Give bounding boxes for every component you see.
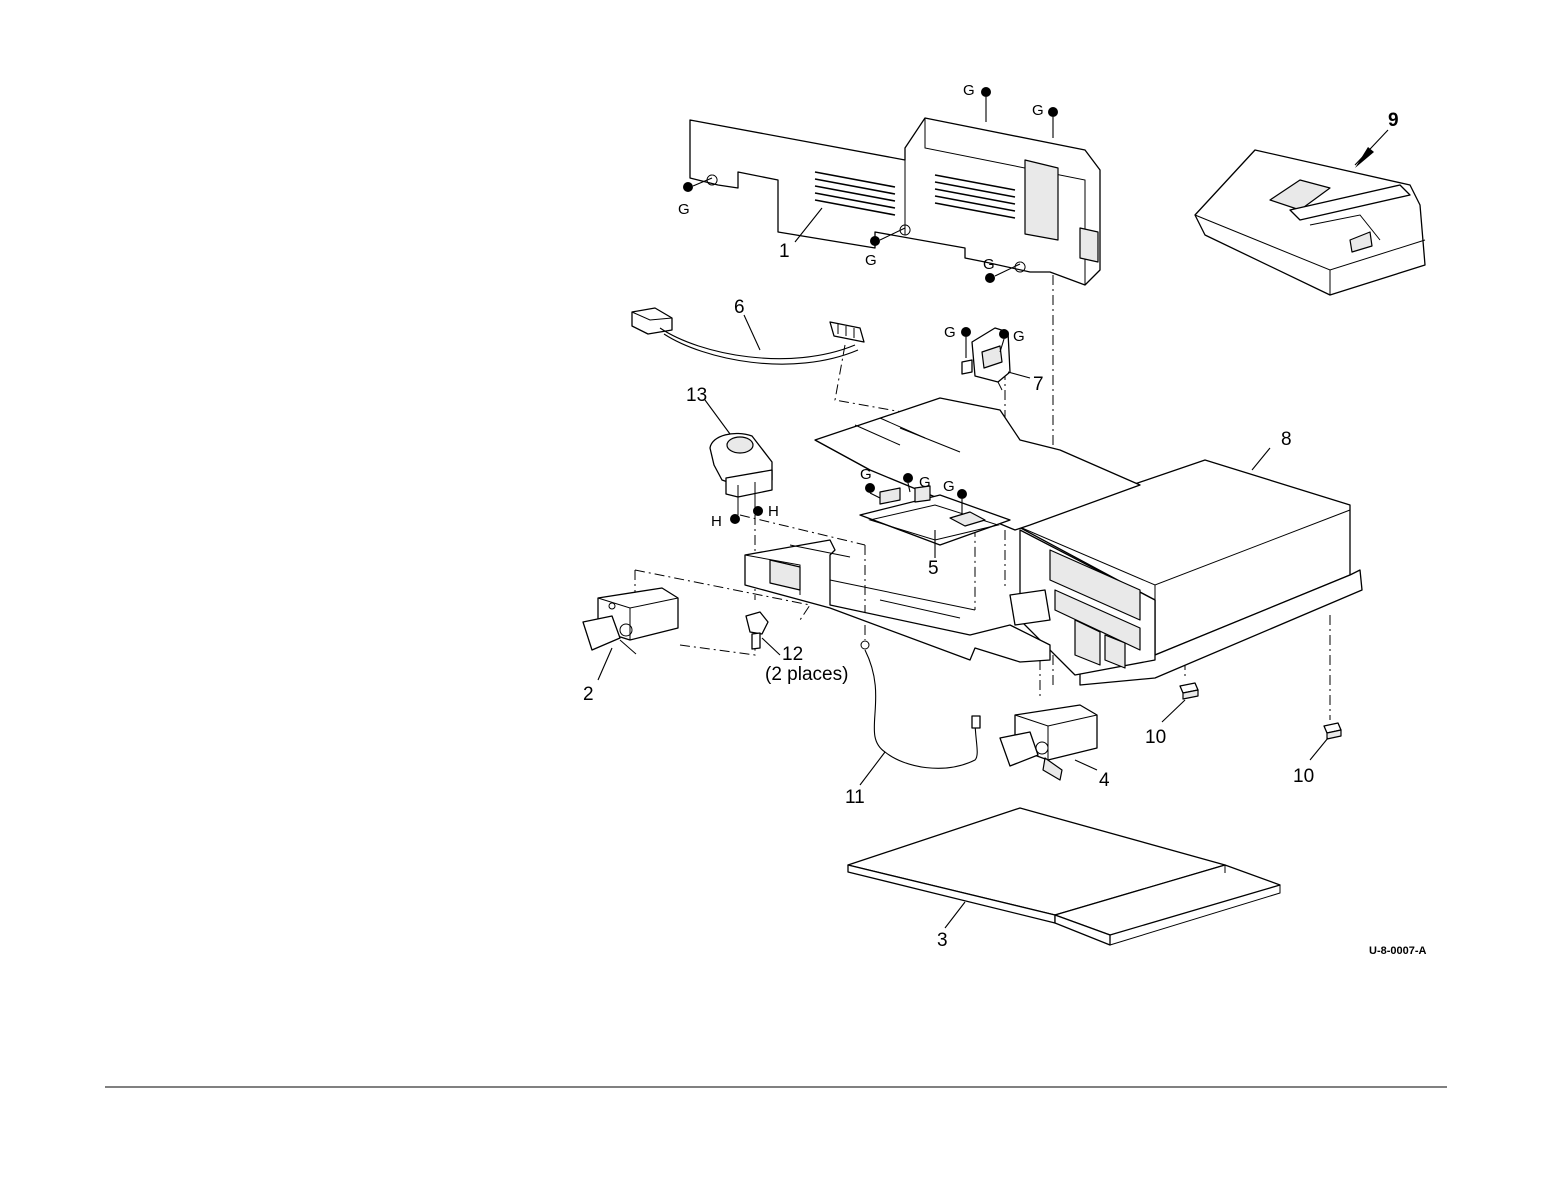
part-2-hinge-left: [583, 588, 678, 654]
callout-3: 3: [937, 930, 948, 951]
fastener-label-g: G: [865, 252, 877, 269]
part-6-harness: [632, 308, 864, 364]
fastener-label-g: G: [1032, 102, 1044, 119]
callout-12: 12: [782, 644, 803, 665]
fastener-label-g: G: [983, 256, 995, 273]
part-11-ground-wire: [861, 641, 980, 768]
callout-10-b: 10: [1293, 766, 1314, 787]
callout-4: 4: [1099, 770, 1110, 791]
part-10-foot-a: [1180, 683, 1198, 699]
figure-code: U-8-0007-A: [1369, 945, 1427, 957]
callout-13: 13: [686, 385, 707, 406]
part-4-hinge-right: [1000, 705, 1097, 780]
part-12-screw: [746, 612, 768, 649]
fastener-label-g: G: [678, 201, 690, 218]
callout-9: 9: [1388, 110, 1399, 131]
fastener-label-g: G: [1013, 328, 1025, 345]
fastener-label-g: G: [860, 466, 872, 483]
callout-1: 1: [779, 241, 790, 262]
fastener-label-h: H: [768, 503, 779, 520]
callout-10-a: 10: [1145, 727, 1166, 748]
part-9-document-feeder: [1195, 150, 1425, 295]
callout-6: 6: [734, 297, 745, 318]
fastener-label-g: G: [919, 474, 931, 491]
callout-11: 11: [845, 787, 865, 808]
callout-12-note: (2 places): [765, 664, 848, 685]
fastener-label-h: H: [711, 513, 722, 530]
callout-5: 5: [928, 558, 939, 579]
callout-8: 8: [1281, 429, 1292, 450]
part-10-foot-b: [1324, 723, 1341, 739]
part-13-knob-cover: [710, 433, 772, 515]
callout-7: 7: [1033, 374, 1044, 395]
part-1-rear-cover: [690, 118, 1100, 285]
fastener-label-g: G: [943, 478, 955, 495]
part-3-mat: [848, 808, 1280, 945]
fastener-label-g: G: [944, 324, 956, 341]
fastener-label-g: G: [963, 82, 975, 99]
callout-2: 2: [583, 684, 594, 705]
